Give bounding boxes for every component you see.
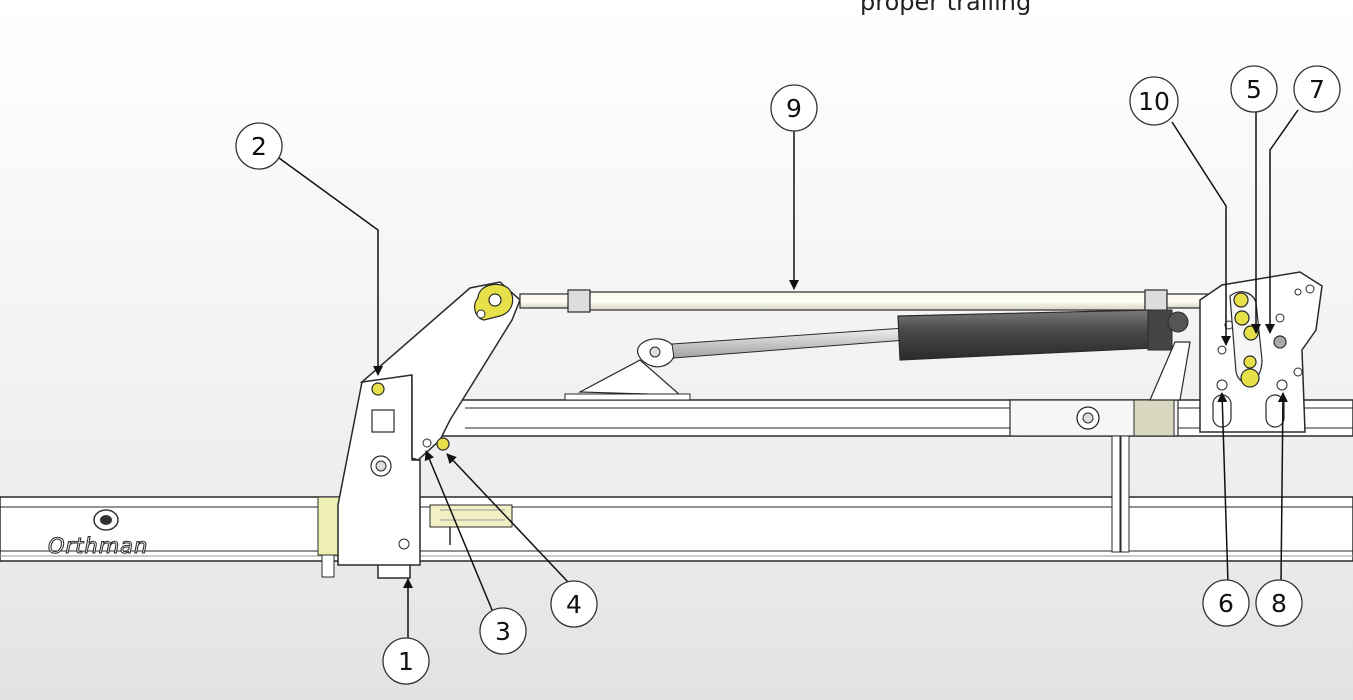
callout-10: 10: [1129, 76, 1179, 126]
leader-line-6: [1217, 392, 1229, 584]
main-toolbar-beam: [0, 496, 1353, 562]
callout-6-label: 6: [1218, 589, 1234, 618]
callout-9-label: 9: [786, 94, 802, 123]
leader-line-3: [424, 450, 496, 618]
hydraulic-cylinder: [564, 309, 1191, 401]
orthman-logo: Orthman: [47, 509, 148, 559]
callout-5: 5: [1230, 65, 1278, 113]
callout-8: 8: [1255, 579, 1303, 627]
left-bracket-block: [317, 496, 341, 578]
logo-text: Orthman: [48, 534, 148, 558]
turnbuckle-link: [519, 289, 1228, 313]
callout-7: 7: [1293, 65, 1341, 113]
callout-7-label: 7: [1309, 75, 1325, 104]
page-header-text: proper trailing: [860, 0, 1032, 16]
callout-6: 6: [1202, 579, 1250, 627]
callout-10-label: 10: [1138, 87, 1170, 116]
callout-4: 4: [550, 580, 598, 628]
callout-3: 3: [479, 607, 527, 655]
callout-4-label: 4: [566, 590, 582, 619]
callout-5-label: 5: [1246, 75, 1262, 104]
callout-1: 1: [382, 637, 430, 685]
callout-9: 9: [770, 84, 818, 132]
leader-line-2: [278, 157, 383, 376]
right-mount-plate: [1199, 271, 1323, 433]
leader-line-8: [1277, 392, 1288, 584]
callout-2: 2: [235, 122, 283, 170]
callout-1-label: 1: [398, 647, 414, 676]
callout-3-label: 3: [495, 617, 511, 646]
left-mount-plate: [337, 369, 421, 579]
left-swing-arm: [359, 281, 521, 461]
leader-line-7: [1265, 109, 1299, 334]
leader-lines: [278, 109, 1299, 651]
callout-8-label: 8: [1271, 589, 1287, 618]
logo-emblem-icon: [93, 509, 119, 531]
leader-line-4: [446, 453, 569, 583]
hanging-posts: [1111, 435, 1130, 553]
callout-2-label: 2: [251, 132, 267, 161]
leader-line-10: [1171, 121, 1231, 346]
